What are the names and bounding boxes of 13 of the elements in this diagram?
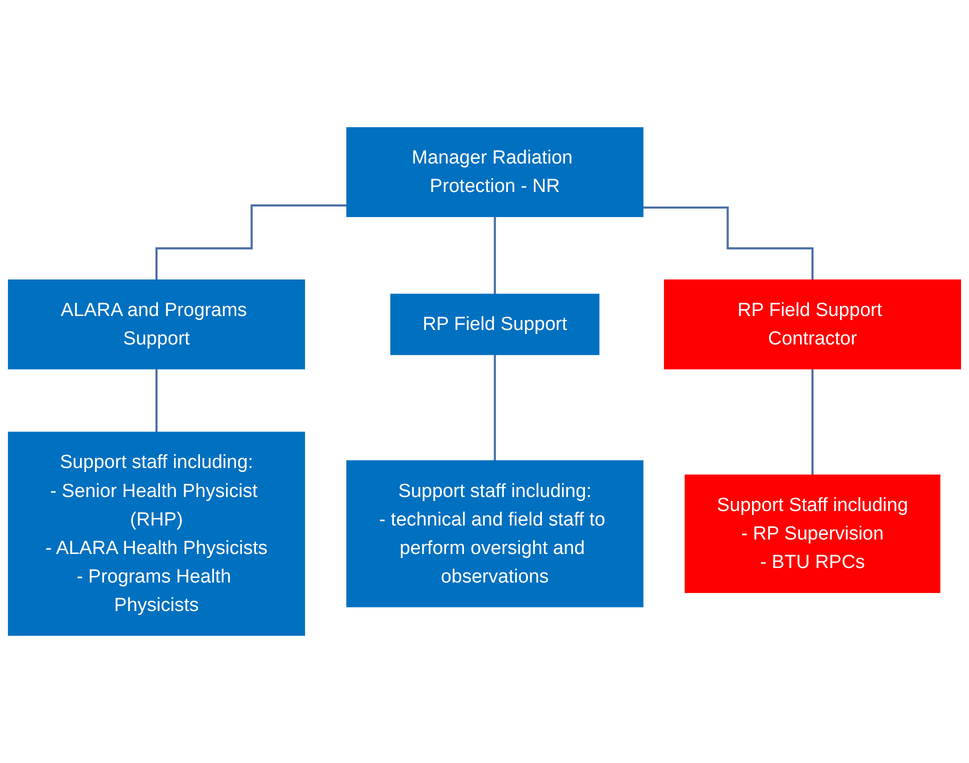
node-box: Support staff including: - Senior Health Physicist (RHP) - ALARA Health Physicists - Programs Health Physicists [8,432,306,636]
node-box: RP Field Support Contractor [664,279,962,370]
node-box: Support Staff including - RP Supervision - BTU RPCs [684,474,940,593]
connector [494,353,496,462]
connector [494,215,496,296]
connector [155,204,347,282]
node-box: RP Field Support [390,294,600,356]
node-box: ALARA and Programs Support [8,279,306,370]
connector [811,368,814,476]
node-box: Manager Radiation Protection - NR [346,127,644,218]
node-box: Support staff including: - technical and field staff to perform oversight and observations [346,460,644,608]
connector [155,368,158,434]
connector [642,206,814,282]
